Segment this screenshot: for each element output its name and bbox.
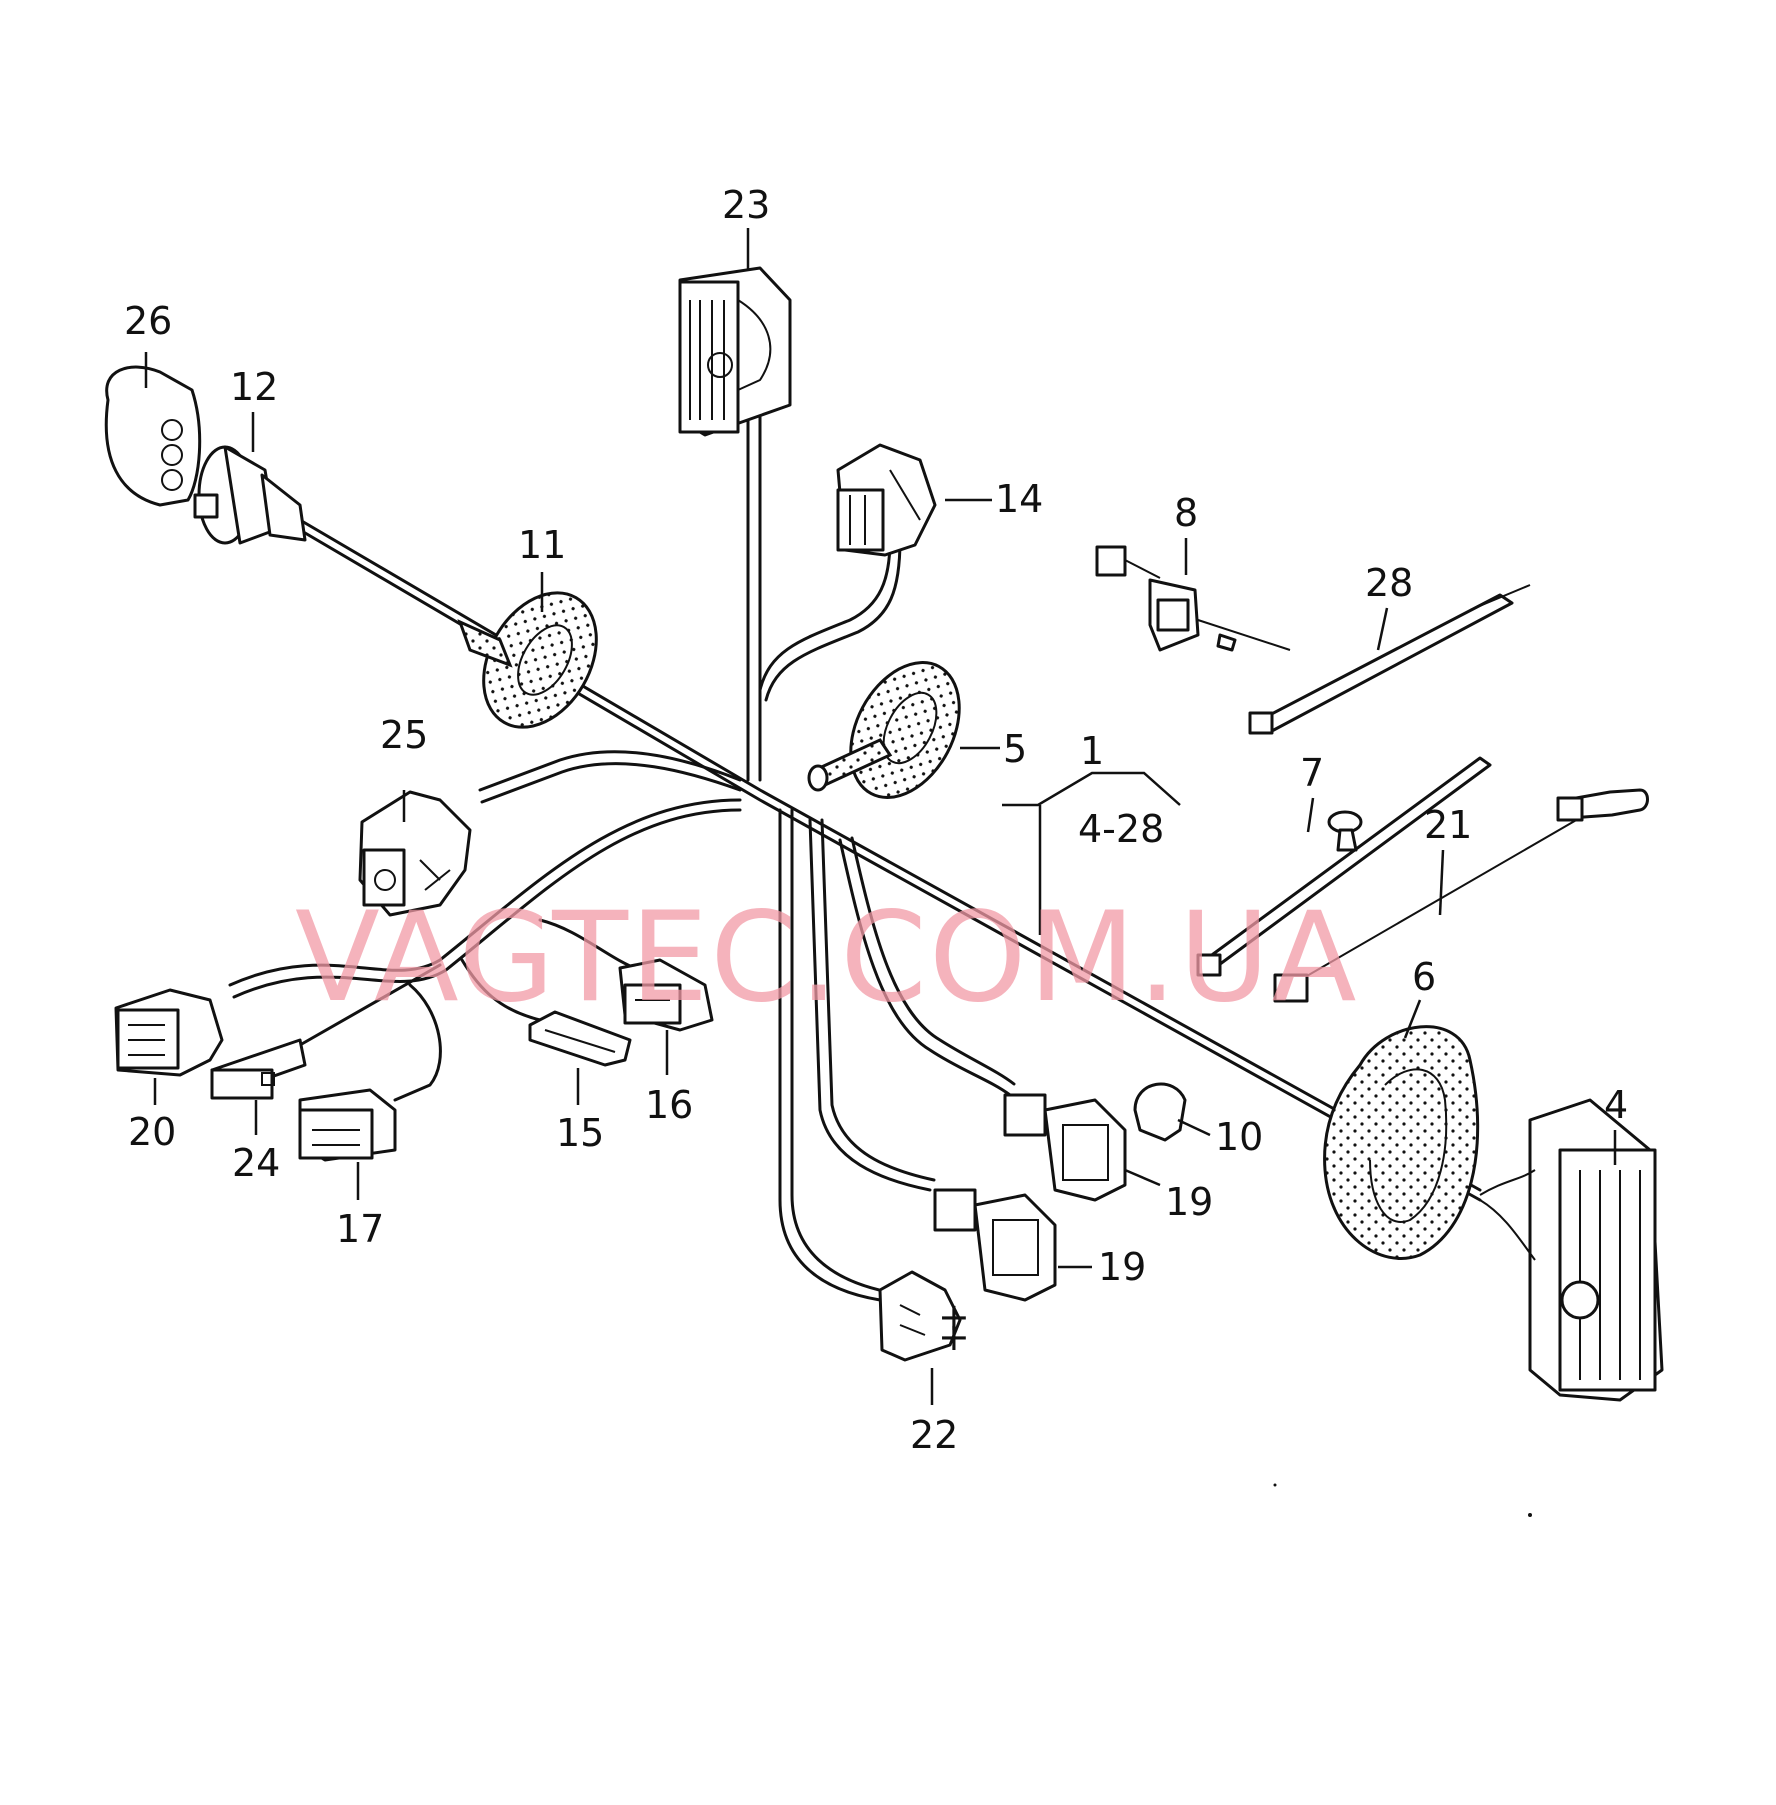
callout-20: 20 (128, 1110, 176, 1154)
part-17-connector (298, 1088, 397, 1162)
part-25-connector (358, 790, 472, 917)
callout-19-upper: 19 (1165, 1180, 1213, 1224)
callout-26: 26 (124, 299, 172, 343)
part-23-multipin-connector (678, 266, 792, 437)
part-24-small-connector (210, 1038, 307, 1100)
callout-1-range: 4-28 (1078, 807, 1164, 851)
watermark-text: VAGTEC.COM.UA (295, 886, 1358, 1030)
part-15-flat-connector (528, 1010, 632, 1067)
part-12-round-plug (193, 445, 307, 545)
callout-11: 11 (518, 523, 566, 567)
callout-4: 4 (1604, 1083, 1628, 1127)
part-19-connector-lower (933, 1188, 1057, 1302)
part-19-connector-upper (1003, 1093, 1127, 1202)
callout-24: 24 (232, 1141, 280, 1185)
part-11-grommet (457, 591, 598, 729)
part-28-cable-tie (1248, 584, 1531, 735)
scan-specks (1273, 1483, 1532, 1517)
callout-8: 8 (1174, 491, 1198, 535)
callout-6: 6 (1412, 955, 1436, 999)
callout-10: 10 (1215, 1115, 1263, 1159)
callout-labels: 26 12 11 23 14 8 28 5 1 4-28 7 21 6 4 25… (124, 183, 1628, 1457)
part-20-connector (114, 988, 224, 1077)
part-5-grommet (807, 661, 961, 799)
part-22-connector: + + (878, 1270, 970, 1362)
part-4-main-connector (1479, 1098, 1664, 1402)
svg-text:+: + (938, 1315, 970, 1359)
part-21-sensor-lead (1273, 788, 1649, 1003)
part-14-connector (836, 443, 937, 557)
part-7-cable-tie-clip (1196, 756, 1492, 977)
callout-12: 12 (230, 365, 278, 409)
part-8-cable-clip (1095, 545, 1291, 652)
callout-15: 15 (556, 1111, 604, 1155)
callout-16: 16 (645, 1083, 693, 1127)
part-10-small-clip (1133, 1082, 1187, 1142)
part-6-gasket (1323, 1025, 1480, 1260)
part-16-connector (618, 958, 714, 1032)
callout-21: 21 (1424, 803, 1472, 847)
callout-22: 22 (910, 1413, 958, 1457)
callout-28: 28 (1365, 561, 1413, 605)
callout-7: 7 (1300, 751, 1324, 795)
part-26-connector-housing (104, 365, 202, 507)
callout-23: 23 (722, 183, 770, 227)
callout-19-lower: 19 (1098, 1245, 1146, 1289)
callout-1: 1 (1080, 729, 1104, 773)
callout-14: 14 (995, 477, 1043, 521)
callout-17: 17 (336, 1207, 384, 1251)
callout-5: 5 (1003, 727, 1027, 771)
callout-25: 25 (380, 713, 428, 757)
svg-text:+: + (938, 1295, 970, 1339)
leader-lines (144, 228, 1617, 1405)
